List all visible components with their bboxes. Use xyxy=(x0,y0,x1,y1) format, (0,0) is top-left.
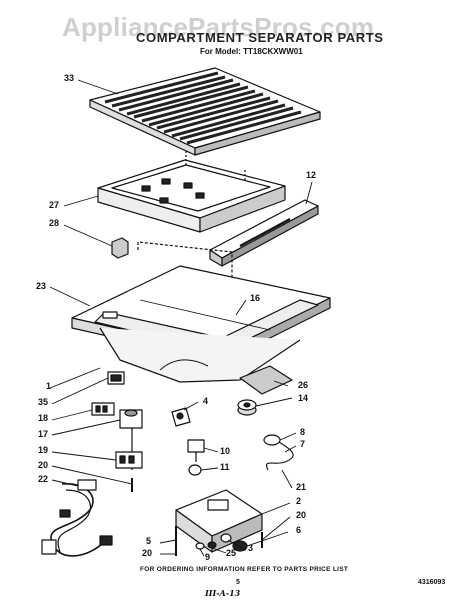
part-22-harness xyxy=(41,479,113,557)
part-35-connector xyxy=(107,371,125,385)
part-19-switch xyxy=(115,451,143,469)
part-33-grille xyxy=(89,67,321,156)
callout-21: 21 xyxy=(296,482,307,492)
part-18-terminal xyxy=(91,402,115,416)
part-8-sensor xyxy=(263,434,294,471)
part-2-control-housing xyxy=(175,489,263,553)
callout-19: 19 xyxy=(38,445,49,455)
part-27-frame xyxy=(97,150,286,233)
ordering-note: FOR ORDERING INFORMATION REFER TO PARTS … xyxy=(140,566,349,573)
part-12-trim xyxy=(209,199,319,267)
handwritten-annotation: III-A-13 xyxy=(205,588,241,598)
callout-22: 22 xyxy=(38,474,49,484)
part-4-fastener xyxy=(171,407,191,427)
model-number: For Model: TT18CKXWW01 xyxy=(200,47,303,56)
callout-4: 4 xyxy=(203,396,209,406)
callout-26: 26 xyxy=(298,380,309,390)
callout-27: 27 xyxy=(49,200,60,210)
callout-28: 28 xyxy=(49,218,60,228)
callout-14: 14 xyxy=(298,393,309,403)
diagram-title: COMPARTMENT SEPARATOR PARTS xyxy=(136,30,384,45)
leader-lines xyxy=(49,79,313,557)
callout-5: 5 xyxy=(146,536,152,546)
watermark: AppliancePartsPros.com xyxy=(62,12,375,42)
part-23-separator xyxy=(71,265,331,383)
callout-16: 16 xyxy=(250,293,261,303)
callout-9: 9 xyxy=(205,552,211,562)
callout-6: 6 xyxy=(296,525,302,535)
callout-18: 18 xyxy=(38,413,49,423)
part-26-pad xyxy=(239,365,293,395)
callout-1: 1 xyxy=(46,381,52,391)
callout-17: 17 xyxy=(38,429,49,439)
callout-20-right: 20 xyxy=(296,510,307,520)
callout-25: 25 xyxy=(226,548,237,558)
callout-35: 35 xyxy=(38,397,49,407)
part-28-block xyxy=(111,237,129,259)
part-11-knob xyxy=(188,464,202,476)
callout-12: 12 xyxy=(306,170,317,180)
callout-8: 8 xyxy=(300,427,306,437)
callout-2: 2 xyxy=(296,496,302,506)
callout-10: 10 xyxy=(220,446,231,456)
callout-7: 7 xyxy=(300,439,306,449)
callout-20-left: 20 xyxy=(38,460,49,470)
callout-23: 23 xyxy=(36,281,47,291)
catalog-number: 4316093 xyxy=(418,579,446,586)
part-14-grommet xyxy=(237,399,257,416)
part-9-grommet xyxy=(195,542,205,550)
callout-33: 33 xyxy=(64,73,75,83)
callout-20-bottom: 20 xyxy=(142,548,153,558)
page-number: 5 xyxy=(236,579,240,586)
callout-3: 3 xyxy=(248,543,254,553)
part-17-bracket xyxy=(119,409,143,470)
part-10-damper xyxy=(187,439,205,462)
callout-11: 11 xyxy=(220,462,230,472)
part-25-clip xyxy=(207,541,217,549)
